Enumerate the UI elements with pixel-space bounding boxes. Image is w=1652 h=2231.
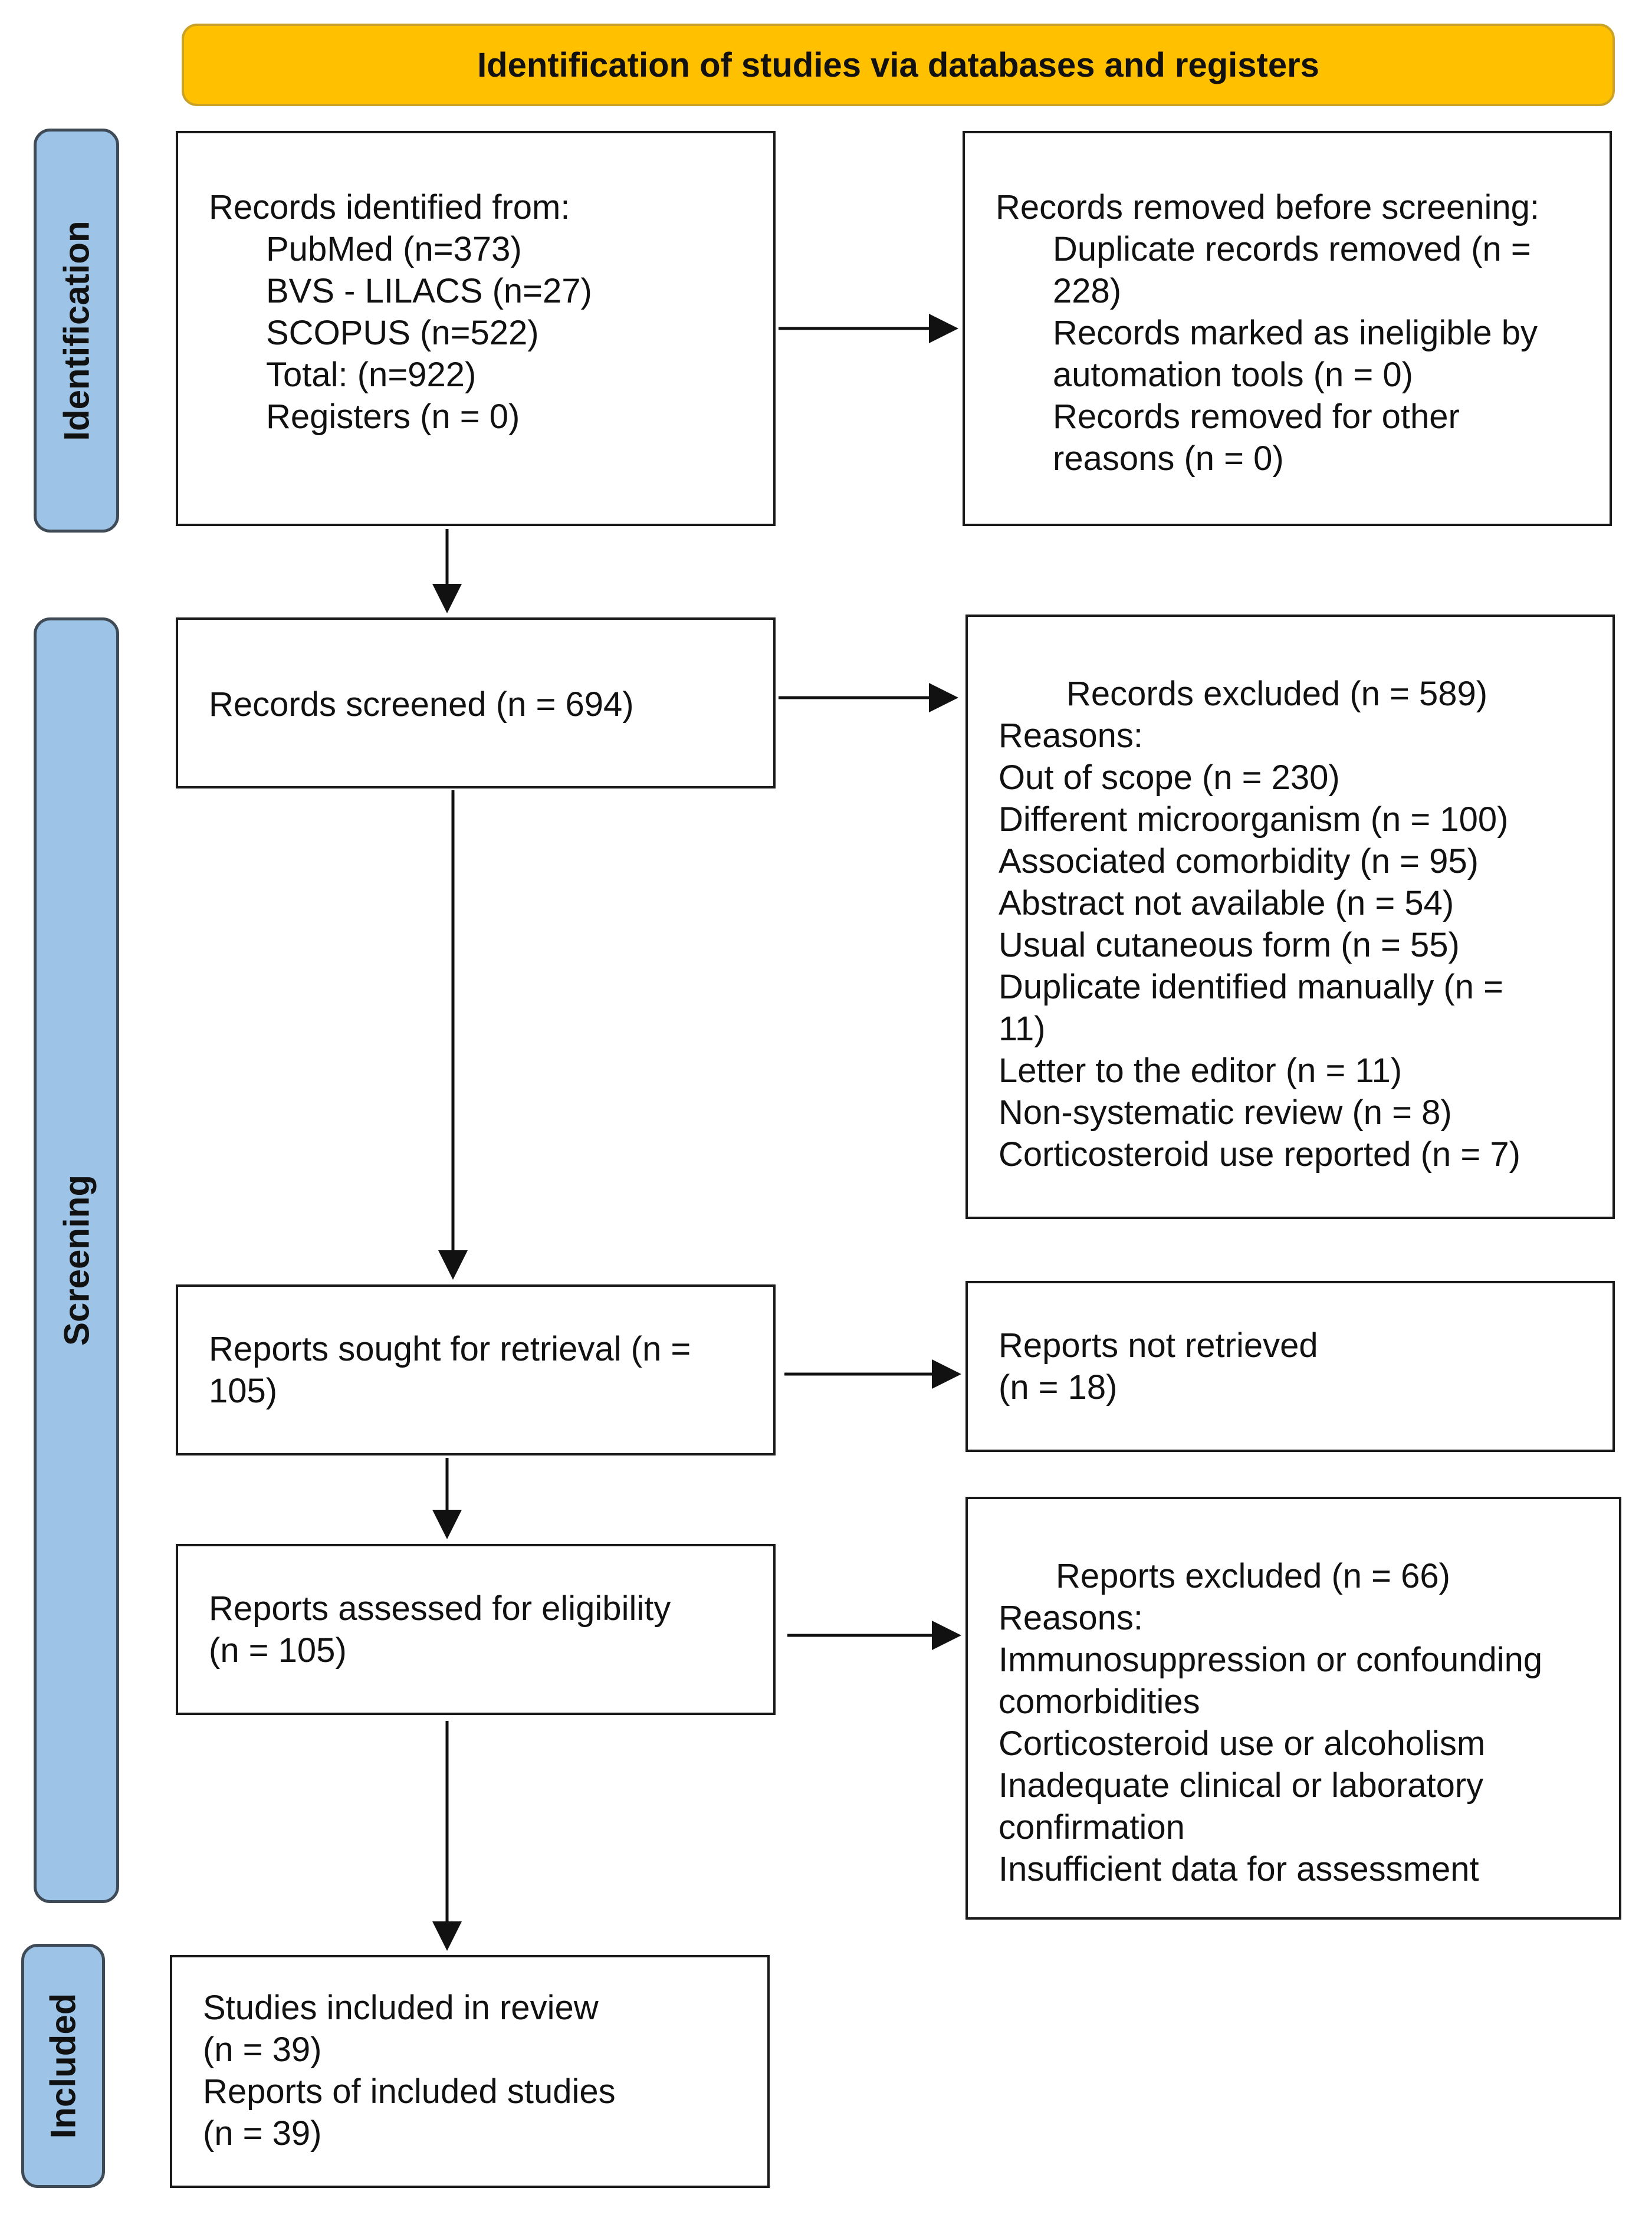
reports-excluded-heading: Reports excluded (n = 66)	[1056, 1557, 1450, 1595]
excluded-heading: Records excluded (n = 589)	[1066, 675, 1488, 713]
excluded-reason: Different microorganism (n = 100)	[999, 800, 1509, 839]
reports-excluded-reason: confirmation	[999, 1808, 1185, 1846]
not-retrieved-line-2: (n = 18)	[999, 1368, 1118, 1407]
phase-screening-label: Screening	[57, 1174, 96, 1346]
included-studies-count: (n = 39)	[203, 2030, 322, 2069]
identified-registers: Registers (n = 0)	[266, 397, 520, 436]
removed-other-2: reasons (n = 0)	[1053, 439, 1284, 478]
reports-sought-box: Reports sought for retrieval (n = 105)	[176, 1284, 776, 1455]
reports-excluded-reason: Insufficient data for assessment	[999, 1850, 1479, 1888]
sought-line-1: Reports sought for retrieval (n =	[209, 1330, 691, 1368]
banner-title: Identification of studies via databases …	[477, 45, 1319, 84]
screened-text: Records screened (n = 694)	[209, 685, 634, 724]
phase-identification-label: Identification	[57, 220, 96, 441]
phase-included-label: Included	[43, 1993, 83, 2139]
identification-banner: Identification of studies via databases …	[182, 24, 1615, 106]
sought-line-2: 105)	[209, 1372, 278, 1410]
reports-excluded-reason: comorbidities	[999, 1683, 1200, 1721]
excluded-reason: Duplicate identified manually (n =	[999, 968, 1503, 1006]
excluded-reason: Usual cutaneous form (n = 55)	[999, 926, 1460, 964]
included-studies: Studies included in review	[203, 1989, 599, 2027]
excluded-reason: Out of scope (n = 230)	[999, 758, 1340, 797]
reports-not-retrieved-box: Reports not retrieved (n = 18)	[965, 1281, 1615, 1452]
excluded-reason: Non-systematic review (n = 8)	[999, 1093, 1452, 1132]
assessed-line-2: (n = 105)	[209, 1631, 347, 1670]
included-reports-count: (n = 39)	[203, 2114, 322, 2153]
records-screened-box: Records screened (n = 694)	[176, 617, 776, 788]
records-excluded-box: Records excluded (n = 589) Reasons: Out …	[965, 615, 1615, 1219]
identified-total: Total: (n=922)	[266, 356, 477, 394]
identified-heading: Records identified from:	[209, 188, 570, 226]
removed-heading: Records removed before screening:	[996, 188, 1540, 226]
removed-ineligible-1: Records marked as ineligible by	[1053, 314, 1538, 352]
identified-bvs: BVS - LILACS (n=27)	[266, 272, 592, 310]
phase-screening: Screening	[34, 617, 119, 1903]
removed-duplicates-1: Duplicate records removed (n =	[1053, 230, 1531, 268]
excluded-reason: 11)	[999, 1010, 1046, 1048]
reports-assessed-box: Reports assessed for eligibility (n = 10…	[176, 1544, 776, 1715]
reports-excluded-reason: Inadequate clinical or laboratory	[999, 1766, 1484, 1805]
reports-excluded-box: Reports excluded (n = 66) Reasons: Immun…	[965, 1497, 1621, 1920]
identified-pubmed: PubMed (n=373)	[266, 230, 522, 268]
excluded-reason: Corticosteroid use reported (n = 7)	[999, 1135, 1520, 1174]
assessed-line-1: Reports assessed for eligibility	[209, 1589, 671, 1628]
included-reports: Reports of included studies	[203, 2072, 616, 2111]
excluded-reason: Associated comorbidity (n = 95)	[999, 842, 1479, 880]
reports-excluded-reasons-label: Reasons:	[999, 1599, 1144, 1637]
removed-other-1: Records removed for other	[1053, 397, 1460, 436]
records-removed-box: Records removed before screening: Duplic…	[963, 131, 1612, 526]
records-identified-box: Records identified from: PubMed (n=373) …	[176, 131, 776, 526]
not-retrieved-line-1: Reports not retrieved	[999, 1326, 1318, 1365]
studies-included-box: Studies included in review (n = 39) Repo…	[170, 1955, 770, 2188]
excluded-reasons-label: Reasons:	[999, 717, 1144, 755]
excluded-reason: Letter to the editor (n = 11)	[999, 1052, 1403, 1090]
phase-included: Included	[21, 1944, 105, 2188]
reports-excluded-reason: Immunosuppression or confounding	[999, 1641, 1543, 1679]
excluded-reason: Abstract not available (n = 54)	[999, 884, 1454, 922]
reports-excluded-reason: Corticosteroid use or alcoholism	[999, 1724, 1486, 1763]
identified-scopus: SCOPUS (n=522)	[266, 314, 539, 352]
removed-ineligible-2: automation tools (n = 0)	[1053, 356, 1413, 394]
phase-identification: Identification	[34, 129, 119, 533]
removed-duplicates-2: 228)	[1053, 272, 1122, 310]
